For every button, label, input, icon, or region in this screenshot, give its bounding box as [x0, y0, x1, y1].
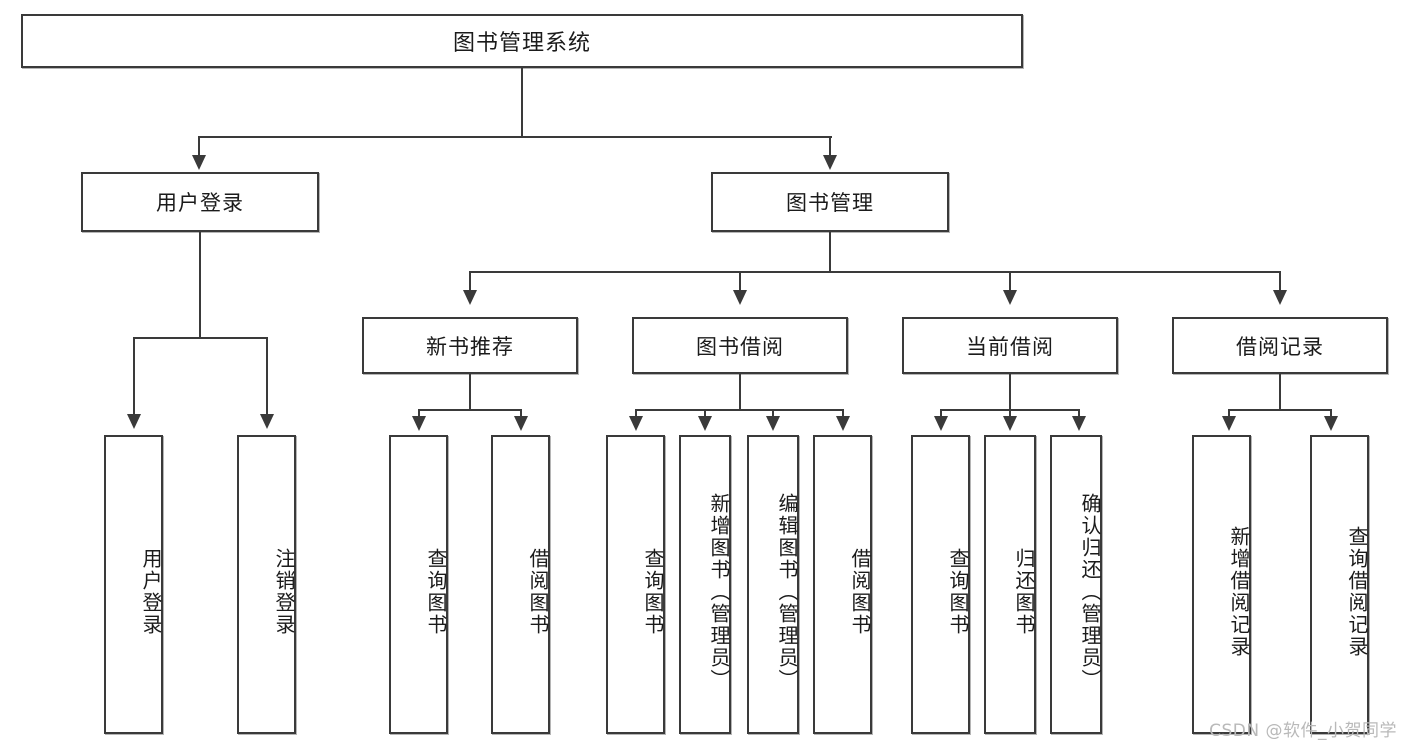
connector-current-borrow-stem — [1009, 374, 1011, 410]
connector-new-book-drop-1 — [418, 409, 420, 419]
arrow-to-leaf-query-book-2 — [629, 416, 643, 431]
node-book-borrow[interactable]: 图书借阅 — [632, 317, 848, 374]
arrow-to-leaf-query-record — [1324, 416, 1338, 431]
connector-l3-drop-4 — [1279, 271, 1281, 293]
connector-book-borrow-drop-4 — [842, 409, 844, 419]
node-leaf-borrow-book-2[interactable]: 借阅图书 — [813, 435, 872, 734]
arrow-to-leaf-query-book-3 — [934, 416, 948, 431]
node-label: 用户登录 — [156, 191, 244, 215]
arrow-to-leaf-add-record — [1222, 416, 1236, 431]
node-label: 确认归还（管理员） — [1078, 492, 1102, 691]
connector-book-borrow-bus — [635, 409, 844, 411]
node-label: 图书管理系统 — [452, 31, 591, 56]
connector-book-borrow-drop-2 — [704, 409, 706, 419]
connector-borrow-record-stem — [1279, 374, 1281, 410]
node-leaf-return-book[interactable]: 归还图书 — [984, 435, 1036, 734]
arrow-to-leaf-return-book — [1003, 416, 1017, 431]
connector-l3-drop-2 — [739, 271, 741, 293]
node-label: 编辑图书（管理员） — [775, 492, 799, 691]
node-label: 借阅记录 — [1236, 334, 1324, 359]
node-label: 查询图书 — [946, 547, 970, 636]
connector-current-borrow-drop-2 — [1009, 409, 1011, 419]
node-label: 借阅图书 — [848, 547, 872, 636]
connector-book-manage-stem — [829, 232, 831, 272]
connector-root-bus — [198, 136, 832, 138]
node-leaf-query-book-2[interactable]: 查询图书 — [606, 435, 665, 734]
arrow-to-leaf-add-book — [698, 416, 712, 431]
arrow-to-leaf-borrow-book-1 — [514, 416, 528, 431]
connector-book-borrow-drop-1 — [635, 409, 637, 419]
node-label: 新书推荐 — [426, 334, 514, 359]
node-leaf-user-login[interactable]: 用户登录 — [104, 435, 163, 734]
connector-current-borrow-drop-1 — [940, 409, 942, 419]
connector-book-borrow-drop-3 — [772, 409, 774, 419]
node-label: 新增图书（管理员） — [707, 492, 731, 691]
connector-borrow-record-bus — [1228, 409, 1332, 411]
arrow-to-borrow-record — [1273, 290, 1287, 305]
arrow-to-leaf-query-book-1 — [412, 416, 426, 431]
arrow-to-current-borrow — [1003, 290, 1017, 305]
node-leaf-borrow-book-1[interactable]: 借阅图书 — [491, 435, 550, 734]
connector-current-borrow-drop-3 — [1078, 409, 1080, 419]
arrow-to-leaf-confirm-return — [1072, 416, 1086, 431]
node-label: 图书管理 — [786, 191, 874, 215]
connector-root-drop-left — [198, 136, 200, 158]
node-label: 归还图书 — [1012, 547, 1036, 636]
arrow-to-book-manage — [823, 155, 837, 170]
arrow-to-leaf-logout-login — [260, 414, 274, 429]
connector-root-drop-right — [829, 136, 831, 158]
node-leaf-query-book-1[interactable]: 查询图书 — [389, 435, 448, 734]
node-leaf-add-book[interactable]: 新增图书（管理员） — [679, 435, 731, 734]
node-label: 注销登录 — [272, 547, 296, 636]
arrow-to-leaf-edit-book — [766, 416, 780, 431]
node-label: 新增借阅记录 — [1227, 525, 1251, 658]
node-label: 用户登录 — [139, 547, 163, 636]
node-book-manage[interactable]: 图书管理 — [711, 172, 949, 232]
connector-l3-drop-3 — [1009, 271, 1011, 293]
arrow-to-leaf-user-login — [127, 414, 141, 429]
arrow-to-new-book-recommend — [463, 290, 477, 305]
arrow-to-book-borrow — [733, 290, 747, 305]
node-borrow-record[interactable]: 借阅记录 — [1172, 317, 1388, 374]
connector-borrow-record-drop-1 — [1228, 409, 1230, 419]
node-new-book-recommend[interactable]: 新书推荐 — [362, 317, 578, 374]
node-label: 图书借阅 — [696, 334, 784, 359]
node-label: 查询图书 — [424, 547, 448, 636]
connector-user-login-stem — [199, 232, 201, 338]
node-leaf-add-record[interactable]: 新增借阅记录 — [1192, 435, 1251, 734]
connector-book-manage-bus — [469, 271, 1281, 273]
connector-l3-drop-1 — [469, 271, 471, 293]
connector-borrow-record-drop-2 — [1330, 409, 1332, 419]
arrow-to-user-login — [192, 155, 206, 170]
node-label: 查询图书 — [641, 547, 665, 636]
connector-new-book-stem — [469, 374, 471, 410]
node-label: 借阅图书 — [526, 547, 550, 636]
node-user-login[interactable]: 用户登录 — [81, 172, 319, 232]
arrow-to-leaf-borrow-book-2 — [836, 416, 850, 431]
connector-new-book-bus — [418, 409, 522, 411]
node-label: 查询借阅记录 — [1345, 525, 1369, 658]
connector-book-borrow-stem — [739, 374, 741, 410]
node-label: 当前借阅 — [966, 334, 1054, 359]
node-current-borrow[interactable]: 当前借阅 — [902, 317, 1118, 374]
node-root-system[interactable]: 图书管理系统 — [21, 14, 1023, 68]
node-leaf-query-book-3[interactable]: 查询图书 — [911, 435, 970, 734]
node-leaf-edit-book[interactable]: 编辑图书（管理员） — [747, 435, 799, 734]
connector-user-login-drop-1 — [133, 337, 135, 417]
connector-user-login-bus — [133, 337, 268, 339]
node-leaf-query-record[interactable]: 查询借阅记录 — [1310, 435, 1369, 734]
connector-user-login-drop-2 — [266, 337, 268, 417]
node-leaf-confirm-return[interactable]: 确认归还（管理员） — [1050, 435, 1102, 734]
connector-new-book-drop-2 — [520, 409, 522, 419]
connector-root-stem — [521, 68, 523, 137]
node-leaf-logout-login[interactable]: 注销登录 — [237, 435, 296, 734]
